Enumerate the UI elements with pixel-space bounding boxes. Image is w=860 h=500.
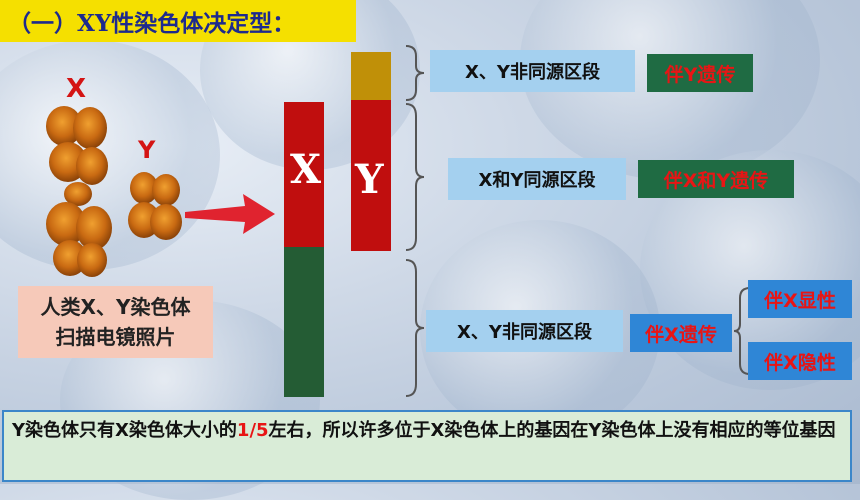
caption-line: 人类X、Y染色体 <box>40 295 191 319</box>
tag-x-linked: 伴X遗传 <box>630 314 732 352</box>
brace-icon <box>405 103 425 251</box>
tag-y-linked: 伴Y遗传 <box>647 54 753 92</box>
region-label-top: X、Y非同源区段 <box>430 50 635 92</box>
arrow-right-icon <box>185 194 275 234</box>
brace-icon <box>733 287 751 375</box>
page-title: （一）XY性染色体决定型： <box>8 10 296 37</box>
region-label-bottom: X、Y非同源区段 <box>426 310 623 352</box>
note-text: Y染色体只有X染色体大小的 <box>12 420 237 441</box>
tag-x-dominant: 伴X显性 <box>748 280 852 318</box>
x-chromosome-image <box>46 106 112 277</box>
y-chromosome-image <box>128 172 182 240</box>
note-box: Y染色体只有X染色体大小的1/5左右，所以许多位于X染色体上的基因在Y染色体上没… <box>2 410 852 482</box>
region-label-middle: X和Y同源区段 <box>448 158 626 200</box>
photo-x-label: X <box>66 74 87 104</box>
tag-x-recessive: 伴X隐性 <box>748 342 852 380</box>
photo-y-label: Y <box>138 136 156 164</box>
y-chromosome-bar-nonhomologous <box>351 52 391 100</box>
brace-icon <box>405 259 425 397</box>
title-bar: （一）XY性染色体决定型： <box>0 0 356 42</box>
y-chromosome-bar-homologous <box>351 100 391 251</box>
x-chromosome-bar-homologous <box>284 102 324 247</box>
x-chromosome-bar-nonhomologous <box>284 247 324 397</box>
photo-caption: 人类X、Y染色体 扫描电镜照片 <box>18 286 213 358</box>
x-bar-letter: X <box>290 146 322 193</box>
brace-icon <box>405 45 425 101</box>
note-text: 左右，所以许多位于X染色体上的基因在Y染色体上没有相应的等位基因 <box>268 420 836 441</box>
tag-xy-linked: 伴X和Y遗传 <box>638 160 794 198</box>
caption-line: 扫描电镜照片 <box>55 325 176 349</box>
y-bar-letter: Y <box>355 156 384 203</box>
note-highlight: 1/5 <box>236 420 269 441</box>
